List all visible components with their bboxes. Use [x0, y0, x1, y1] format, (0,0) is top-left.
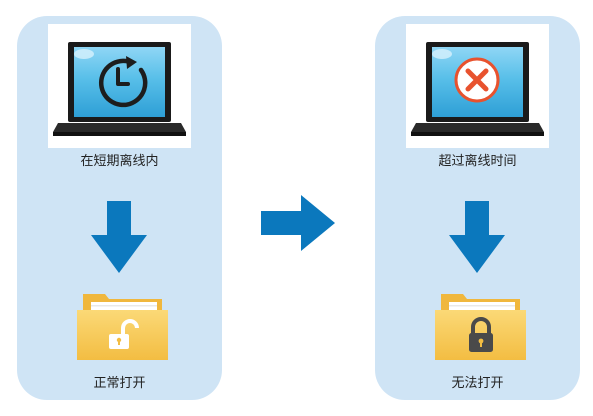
exceeded-offline-label: 超过离线时间	[438, 154, 517, 169]
cannot-open-label: 无法打开	[451, 376, 504, 391]
down-arrow-icon	[89, 201, 149, 275]
folder-icon	[433, 290, 528, 362]
open-normally-label: 正常打开	[93, 376, 146, 391]
cross-circle-icon	[454, 57, 500, 103]
laptop-icon	[48, 24, 191, 148]
locked-padlock-icon	[469, 317, 493, 352]
clock-refresh-icon	[98, 56, 148, 108]
short-offline-label: 在短期离线内	[80, 154, 159, 169]
panel-exceeded-offline: 超过离线时间 无法打开	[375, 16, 580, 400]
unlocked-padlock-icon	[109, 319, 139, 349]
right-arrow-icon	[261, 195, 335, 251]
laptop-icon	[406, 24, 549, 148]
down-arrow-icon	[447, 201, 507, 275]
folder-icon	[75, 290, 170, 362]
panel-short-offline: 在短期离线内 正常打开	[17, 16, 222, 400]
